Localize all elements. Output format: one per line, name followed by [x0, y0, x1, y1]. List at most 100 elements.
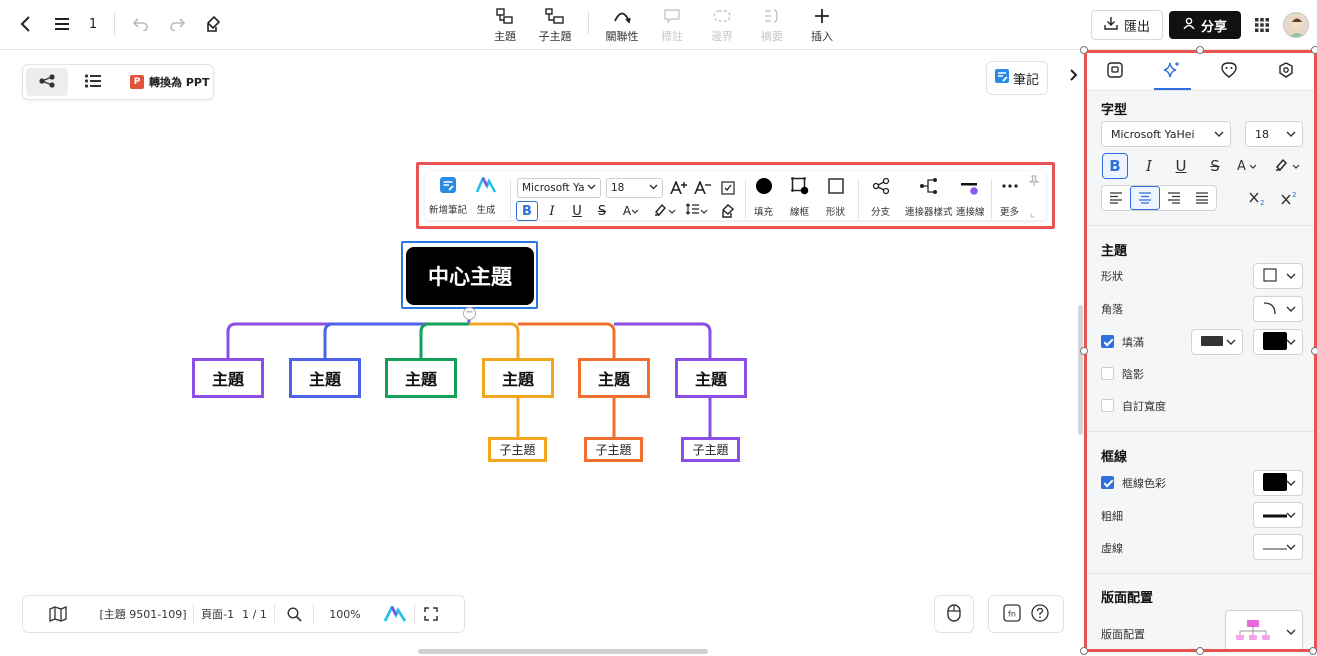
tab-theme[interactable]: [1257, 53, 1314, 90]
align-center-icon[interactable]: [1130, 186, 1160, 210]
zoom-level[interactable]: 100%: [329, 607, 361, 621]
font-color-button[interactable]: A: [617, 201, 645, 221]
dash-style-select[interactable]: [1253, 534, 1303, 560]
topic-tool[interactable]: 主題: [480, 6, 530, 44]
undo-icon[interactable]: [125, 8, 157, 40]
fill-checkbox[interactable]: [1101, 335, 1114, 348]
fill-button[interactable]: 填充: [754, 177, 773, 218]
mouse-mode-button[interactable]: [934, 595, 974, 633]
branch-button[interactable]: 分支: [871, 177, 890, 218]
main-topic[interactable]: 主題: [385, 358, 457, 398]
apps-grid-icon[interactable]: [1247, 10, 1277, 40]
align-right-icon[interactable]: [1160, 186, 1188, 210]
main-topic[interactable]: 主題: [482, 358, 554, 398]
shape-select[interactable]: [1253, 263, 1303, 289]
collapse-toggle-icon[interactable]: −: [463, 307, 476, 320]
border-button[interactable]: 線框: [790, 177, 809, 218]
pin-icon[interactable]: [1027, 174, 1041, 188]
callout-tool[interactable]: 標註: [647, 6, 697, 44]
resize-handle[interactable]: [1196, 46, 1204, 54]
font-size-select[interactable]: 18: [1245, 121, 1303, 147]
horizontal-scrollbar[interactable]: [418, 649, 708, 654]
fullscreen-icon[interactable]: [415, 596, 447, 632]
new-note-button[interactable]: 新增筆記: [429, 177, 467, 216]
highlight-button[interactable]: [1270, 153, 1304, 179]
tab-ai[interactable]: [1144, 53, 1201, 90]
italic-button[interactable]: I: [549, 203, 555, 219]
main-topic[interactable]: 主題: [289, 358, 361, 398]
share-button[interactable]: 分享: [1168, 11, 1241, 39]
convert-ppt-button[interactable]: P 轉換為 PPT: [118, 74, 209, 90]
underline-button[interactable]: U: [572, 203, 582, 219]
avatar[interactable]: [1283, 12, 1309, 38]
center-topic[interactable]: 中心主題: [406, 247, 534, 305]
font-family-select[interactable]: Microsoft YaHei: [1101, 121, 1231, 147]
shadow-checkbox[interactable]: [1101, 367, 1114, 380]
custom-width-checkbox[interactable]: [1101, 399, 1114, 412]
thickness-select[interactable]: [1253, 502, 1303, 528]
panel-collapse-chevron-icon[interactable]: [1064, 60, 1084, 90]
resize-handle[interactable]: [1311, 347, 1317, 355]
connector-style-button[interactable]: 連接器樣式: [905, 177, 953, 218]
summary-tool[interactable]: 摘要: [747, 6, 797, 44]
highlight-button[interactable]: [651, 201, 679, 221]
decrease-font-icon[interactable]: [692, 178, 714, 198]
more-button[interactable]: 更多: [1000, 177, 1019, 218]
vertical-scrollbar[interactable]: [1078, 305, 1083, 435]
generate-button[interactable]: 生成: [475, 174, 497, 216]
align-left-icon[interactable]: [1102, 186, 1130, 210]
help-icon[interactable]: [1031, 603, 1049, 625]
connector-line-button[interactable]: 連接線: [956, 177, 985, 218]
align-justify-icon[interactable]: [1188, 186, 1216, 210]
format-painter-icon[interactable]: [717, 201, 739, 221]
shape-button[interactable]: 形狀: [826, 177, 845, 218]
fill-style-select[interactable]: [1191, 329, 1243, 355]
redo-icon[interactable]: [161, 8, 193, 40]
resize-handle[interactable]: [1080, 347, 1088, 355]
font-color-button[interactable]: A: [1230, 153, 1264, 179]
superscript-icon[interactable]: 2: [1276, 185, 1302, 211]
search-icon[interactable]: [275, 596, 313, 632]
font-size-select[interactable]: 18: [606, 178, 663, 198]
bold-button[interactable]: B: [516, 201, 538, 221]
italic-button[interactable]: I: [1146, 157, 1152, 175]
strikethrough-button[interactable]: S: [1210, 157, 1220, 175]
subtopic[interactable]: 子主題: [488, 437, 547, 462]
outline-view-button[interactable]: [72, 68, 114, 96]
resize-handle[interactable]: [1311, 46, 1317, 54]
tab-icons[interactable]: [1201, 53, 1258, 90]
resize-handle[interactable]: [1080, 46, 1088, 54]
underline-button[interactable]: U: [1175, 157, 1187, 175]
insert-tool[interactable]: 插入: [797, 6, 847, 44]
boundary-tool[interactable]: 邊界: [697, 6, 747, 44]
subtopic-tool[interactable]: 子主題: [530, 6, 580, 44]
font-family-select[interactable]: Microsoft Ya: [517, 178, 601, 198]
back-icon[interactable]: [10, 8, 42, 40]
border-color-checkbox[interactable]: [1101, 476, 1114, 489]
ai-logo-icon[interactable]: [376, 596, 414, 632]
subtopic[interactable]: 子主題: [584, 437, 643, 462]
relationship-tool[interactable]: 關聯性: [597, 6, 647, 44]
page-indicator[interactable]: 頁面-1 1 / 1: [194, 596, 274, 632]
strikethrough-button[interactable]: S: [597, 203, 607, 219]
clear-format-icon[interactable]: [717, 178, 739, 198]
resize-corner-icon[interactable]: [1027, 207, 1041, 221]
fill-color-select[interactable]: [1253, 329, 1303, 355]
mindmap-view-button[interactable]: [26, 68, 68, 96]
tab-style[interactable]: [1087, 53, 1144, 90]
resize-handle[interactable]: [1309, 647, 1317, 655]
map-overview-icon[interactable]: [23, 596, 93, 632]
format-painter-icon[interactable]: [197, 8, 229, 40]
resize-handle[interactable]: [1196, 647, 1204, 655]
main-topic[interactable]: 主題: [578, 358, 650, 398]
border-color-select[interactable]: [1253, 470, 1303, 496]
subscript-icon[interactable]: 2: [1244, 185, 1270, 211]
increase-font-icon[interactable]: [668, 178, 690, 198]
corner-select[interactable]: [1253, 296, 1303, 322]
bold-button[interactable]: B: [1102, 153, 1128, 179]
subtopic[interactable]: 子主題: [681, 437, 740, 462]
main-topic[interactable]: 主題: [192, 358, 264, 398]
layout-select[interactable]: [1225, 610, 1303, 649]
function-key-icon[interactable]: fn: [1003, 603, 1021, 625]
main-topic[interactable]: 主題: [675, 358, 747, 398]
